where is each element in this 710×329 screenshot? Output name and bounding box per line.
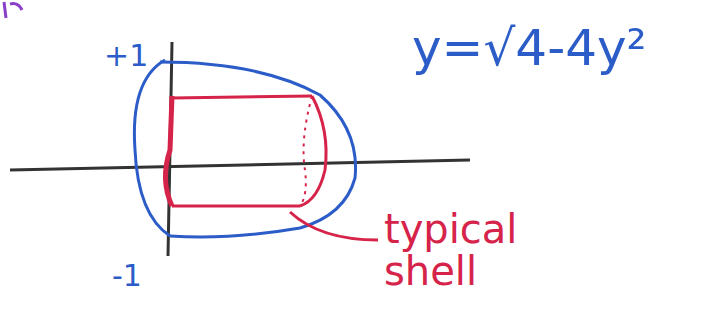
solid-outline [160,62,356,237]
pen-mark [4,2,22,18]
solid-end [134,60,170,236]
shell-right-end [300,96,326,206]
equation-label: y=√4-4y² [412,22,647,75]
shell-hidden-edge [300,96,312,206]
leader-line [290,212,378,240]
callout-label: typical shell [384,208,584,292]
x-axis [10,160,470,170]
axis-tick-label: -1 [112,260,142,292]
shell-left-end [165,96,172,206]
shell-sides [172,96,312,206]
axis-tick-label: +1 [104,40,148,72]
